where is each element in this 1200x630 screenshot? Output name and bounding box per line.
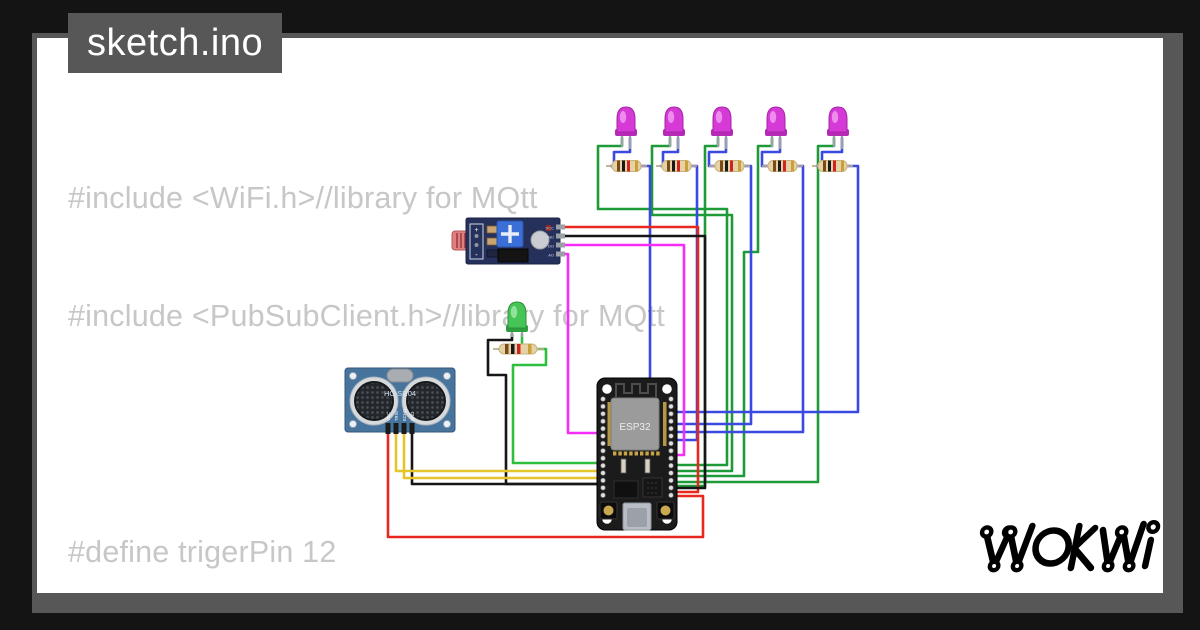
antenna-trace [615,383,657,397]
magenta-leds [615,106,849,149]
code-listing: #include <WiFi.h>//library for MQtt #inc… [68,104,665,593]
sonar-pin-label: ECHO [402,408,407,421]
pin-headers [600,396,674,498]
wire-blue-led4b [673,164,805,434]
module-led [530,230,550,250]
wire-red-ldr-vcc [558,225,700,494]
hc-sr04-sensor: HC-SR04 VCC TRIG ECHO GND [344,367,456,434]
resistor [606,160,647,172]
logo-i-stem [1141,536,1155,570]
wire-black-greenled [486,332,603,486]
diagram-canvas: #include <WiFi.h>//library for MQtt #inc… [37,38,1163,593]
resistor [762,160,803,172]
wire-green-led-signal [511,347,603,465]
circuit-diagram: + - VCC GND DO AO [344,106,860,539]
sonar-pin-label: VCC [386,412,391,421]
led-magenta [765,106,787,149]
sonar-pin-label: GND [410,412,415,421]
esp32-label: ESP32 [619,422,651,433]
smd-cap [644,458,651,474]
logo-o [1032,527,1072,567]
code-line: #define trigerPin 12 [68,535,337,569]
wire-yellow-echo [402,432,603,480]
resistors [493,160,853,355]
code-line: #include <PubSubClient.h>//library for M… [68,299,665,333]
wokwi-logo: WOKWI [979,519,1161,573]
wire-red-sonar-vcc [386,432,705,539]
ldr-pin-label: GND [545,235,554,240]
logo-k-arms [1070,524,1099,572]
ldr-sensor-module: + - VCC GND DO AO [451,217,565,265]
file-tab: sketch.ino [68,13,283,73]
sonar-label: HC-SR04 [384,389,416,398]
minus-mark: - [475,250,478,259]
led-magenta [663,106,685,149]
wire-blue-led5b [673,164,860,414]
resistor [656,160,697,172]
wires [386,136,860,539]
led-magenta [615,106,637,149]
resistor [812,160,853,172]
led-magenta [827,106,849,149]
comparator-ic [497,248,529,263]
sonar-pin-label: TRIG [394,411,399,421]
usb-uart-chip [613,480,639,499]
plus-mark: + [474,227,478,234]
esp32-shield [610,397,660,451]
ldr-pin-label: DO [548,244,554,249]
wire-magenta-do [558,243,686,457]
led-green [506,301,528,337]
wire-magenta-ao [558,252,603,435]
wire-yellow-trig [394,432,603,473]
wire-blue-led2b [673,164,699,442]
ldr-pin-label: VCC [546,226,555,231]
smd-cap [620,458,627,474]
esp32-board: ESP32 [596,377,678,531]
wire-black-ldr-gnd [558,234,707,490]
resistor [493,343,544,355]
shield-pads [613,451,660,456]
crystal [386,368,414,383]
ldr-pin-label: AO [548,253,554,258]
led-magenta [711,106,733,149]
wire-blue-led3b [673,164,753,426]
code-line: #include <WiFi.h>//library for MQtt [68,181,538,215]
resistor [709,160,750,172]
